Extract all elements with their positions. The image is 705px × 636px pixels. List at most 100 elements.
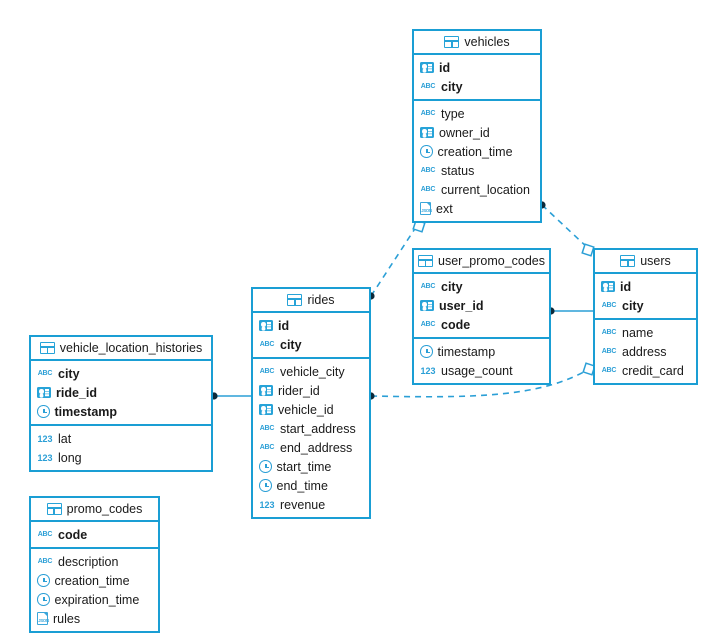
entity-title: vehicles <box>464 35 510 49</box>
column-name: revenue <box>280 497 326 512</box>
column-name: rider_id <box>278 383 320 398</box>
column-promo_codes-expiration_time[interactable]: expiration_time <box>31 590 158 609</box>
column-users-address[interactable]: ABC address <box>595 342 696 361</box>
column-vehicles-owner_id[interactable]: owner_id <box>414 123 540 142</box>
column-name: ride_id <box>56 385 97 400</box>
column-vehicles-id[interactable]: id <box>414 58 540 77</box>
relationship-rel-userpromocodes-users[interactable] <box>547 307 593 315</box>
column-name: type <box>441 106 465 121</box>
column-user_promo_codes-user_id[interactable]: user_id <box>414 296 549 315</box>
idcard-icon <box>259 320 273 331</box>
column-name: start_address <box>280 421 356 436</box>
abc-icon: ABC <box>420 185 436 193</box>
column-rides-id[interactable]: id <box>253 316 369 335</box>
column-rides-vehicle_city[interactable]: ABC vehicle_city <box>253 362 369 381</box>
table-icon <box>444 36 460 48</box>
column-vehicle_location_histories-ride_id[interactable]: ride_id <box>31 383 211 402</box>
column-promo_codes-rules[interactable]: rules <box>31 609 158 628</box>
column-name: description <box>58 554 119 569</box>
entity-header-rides[interactable]: rides <box>253 289 369 313</box>
table-icon <box>287 294 303 306</box>
column-vehicles-creation_time[interactable]: creation_time <box>414 142 540 161</box>
column-name: creation_time <box>54 573 130 588</box>
column-user_promo_codes-timestamp[interactable]: timestamp <box>414 342 549 361</box>
column-name: vehicle_id <box>278 402 334 417</box>
column-rides-vehicle_id[interactable]: vehicle_id <box>253 400 369 419</box>
entity-header-vehicle_location_histories[interactable]: vehicle_location_histories <box>31 337 211 361</box>
entity-header-user_promo_codes[interactable]: user_promo_codes <box>414 250 549 274</box>
column-name: owner_id <box>439 125 490 140</box>
clock-icon <box>37 593 50 606</box>
abc-icon: ABC <box>420 320 436 328</box>
abc-icon: ABC <box>37 530 53 538</box>
column-name: city <box>622 298 644 313</box>
column-rides-revenue[interactable]: 123 revenue <box>253 495 369 514</box>
table-icon <box>39 342 55 354</box>
column-rides-start_time[interactable]: start_time <box>253 457 369 476</box>
idcard-icon <box>259 404 273 415</box>
column-promo_codes-creation_time[interactable]: creation_time <box>31 571 158 590</box>
entity-header-promo_codes[interactable]: promo_codes <box>31 498 158 522</box>
abc-icon: ABC <box>420 282 436 290</box>
idcard-icon <box>420 62 434 73</box>
idcard-icon <box>37 387 51 398</box>
table-icon <box>46 503 62 515</box>
abc-icon: ABC <box>420 82 436 90</box>
column-name: credit_card <box>622 363 684 378</box>
abc-icon: ABC <box>259 340 275 348</box>
relationship-rel-vlh-rides[interactable] <box>210 392 251 400</box>
abc-icon: ABC <box>601 347 617 355</box>
column-name: vehicle_city <box>280 364 345 379</box>
column-vehicle_location_histories-timestamp[interactable]: timestamp <box>31 402 211 421</box>
column-name: address <box>622 344 667 359</box>
column-vehicles-current_location[interactable]: ABC current_location <box>414 180 540 199</box>
column-rides-end_time[interactable]: end_time <box>253 476 369 495</box>
abc-icon: ABC <box>259 367 275 375</box>
abc-icon: ABC <box>420 166 436 174</box>
entity-header-users[interactable]: users <box>595 250 696 274</box>
123-icon: 123 <box>259 499 275 510</box>
abc-icon: ABC <box>37 369 53 377</box>
column-name: long <box>58 450 82 465</box>
column-name: timestamp <box>54 404 118 419</box>
entity-title: promo_codes <box>66 502 143 516</box>
column-vehicles-ext[interactable]: ext <box>414 199 540 218</box>
column-name: current_location <box>441 182 530 197</box>
column-rides-rider_id[interactable]: rider_id <box>253 381 369 400</box>
entity-header-vehicles[interactable]: vehicles <box>414 31 540 55</box>
column-users-id[interactable]: id <box>595 277 696 296</box>
clock-icon <box>259 460 272 473</box>
table-icon <box>620 255 636 267</box>
column-name: expiration_time <box>54 592 140 607</box>
